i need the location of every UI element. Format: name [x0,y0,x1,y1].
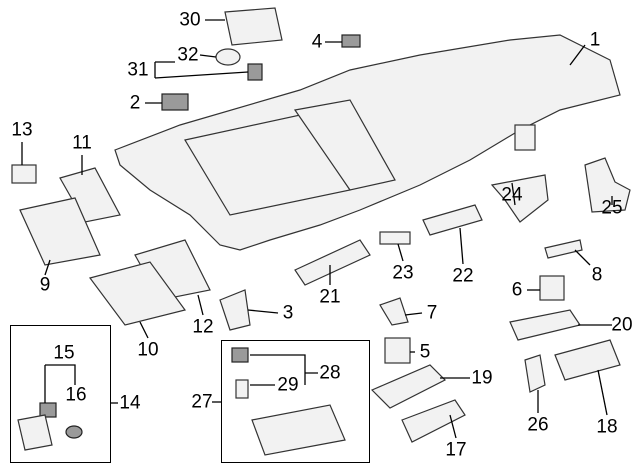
callout-28: 28 [319,362,341,384]
part-31-shape [247,63,263,81]
part-28-shape [231,347,249,363]
callout-18: 18 [596,416,618,438]
callout-8: 8 [591,264,603,286]
callout-14: 14 [119,392,141,414]
callout-21: 21 [319,286,341,308]
leader-lines [21,19,613,439]
part-19-shape [370,364,447,409]
part-15-shape [39,402,57,418]
part-17-shape [401,399,466,443]
part-23-shape [379,231,411,245]
callout-16: 16 [65,384,87,406]
callout-20: 20 [611,314,633,336]
callout-25: 25 [601,197,623,219]
part-7-shape [379,297,409,326]
part-22-shape [422,204,483,236]
callout-13: 13 [11,119,33,141]
callout-27: 27 [191,391,213,413]
part-4-shape [341,34,361,48]
part-21-shape [294,239,371,286]
callout-4: 4 [311,31,323,53]
callout-5: 5 [419,341,431,363]
callout-26: 26 [527,414,549,436]
callout-32: 32 [177,44,199,66]
part-32-shape [215,48,241,66]
callout-17: 17 [445,439,467,461]
callout-7: 7 [426,302,438,324]
sunroof-rear-opening [293,99,396,191]
callout-15: 15 [53,342,75,364]
part-3-shape [219,289,251,331]
part-8-shape [544,239,583,259]
callout-12: 12 [192,316,214,338]
callout-11: 11 [72,132,92,154]
callout-1: 1 [589,29,601,51]
part-10-shape [88,261,187,326]
part-6-shape [539,275,565,301]
callout-3: 3 [282,302,294,324]
part-18-shape [554,339,621,381]
part-30-shape [224,7,283,46]
callout-30: 30 [179,9,201,31]
inset-box-27 [221,340,370,463]
part-5-shape [384,337,411,364]
part-20-shape [509,309,581,341]
part-26-shape [524,354,546,393]
part-29-shape [235,379,249,399]
callout-19: 19 [471,367,493,389]
part-25-shape [584,157,631,213]
part-24-shape [490,174,549,223]
callout-24: 24 [501,184,523,206]
callout-2: 2 [129,92,141,114]
callout-31: 31 [127,59,149,81]
callout-10: 10 [137,339,159,361]
part-13-shape [11,164,37,184]
callout-6: 6 [511,279,523,301]
callout-9: 9 [39,274,51,296]
callout-29: 29 [277,374,299,396]
part-27-console-shape [251,404,346,456]
part-2-shape [161,93,189,111]
headliner-recess [514,124,536,151]
inset-box-14 [10,325,111,463]
part-16-shape [65,425,83,439]
part-9-shape [19,197,101,266]
callout-23: 23 [392,262,414,284]
part-14-lamp-shape [17,414,53,451]
callout-22: 22 [452,265,474,287]
